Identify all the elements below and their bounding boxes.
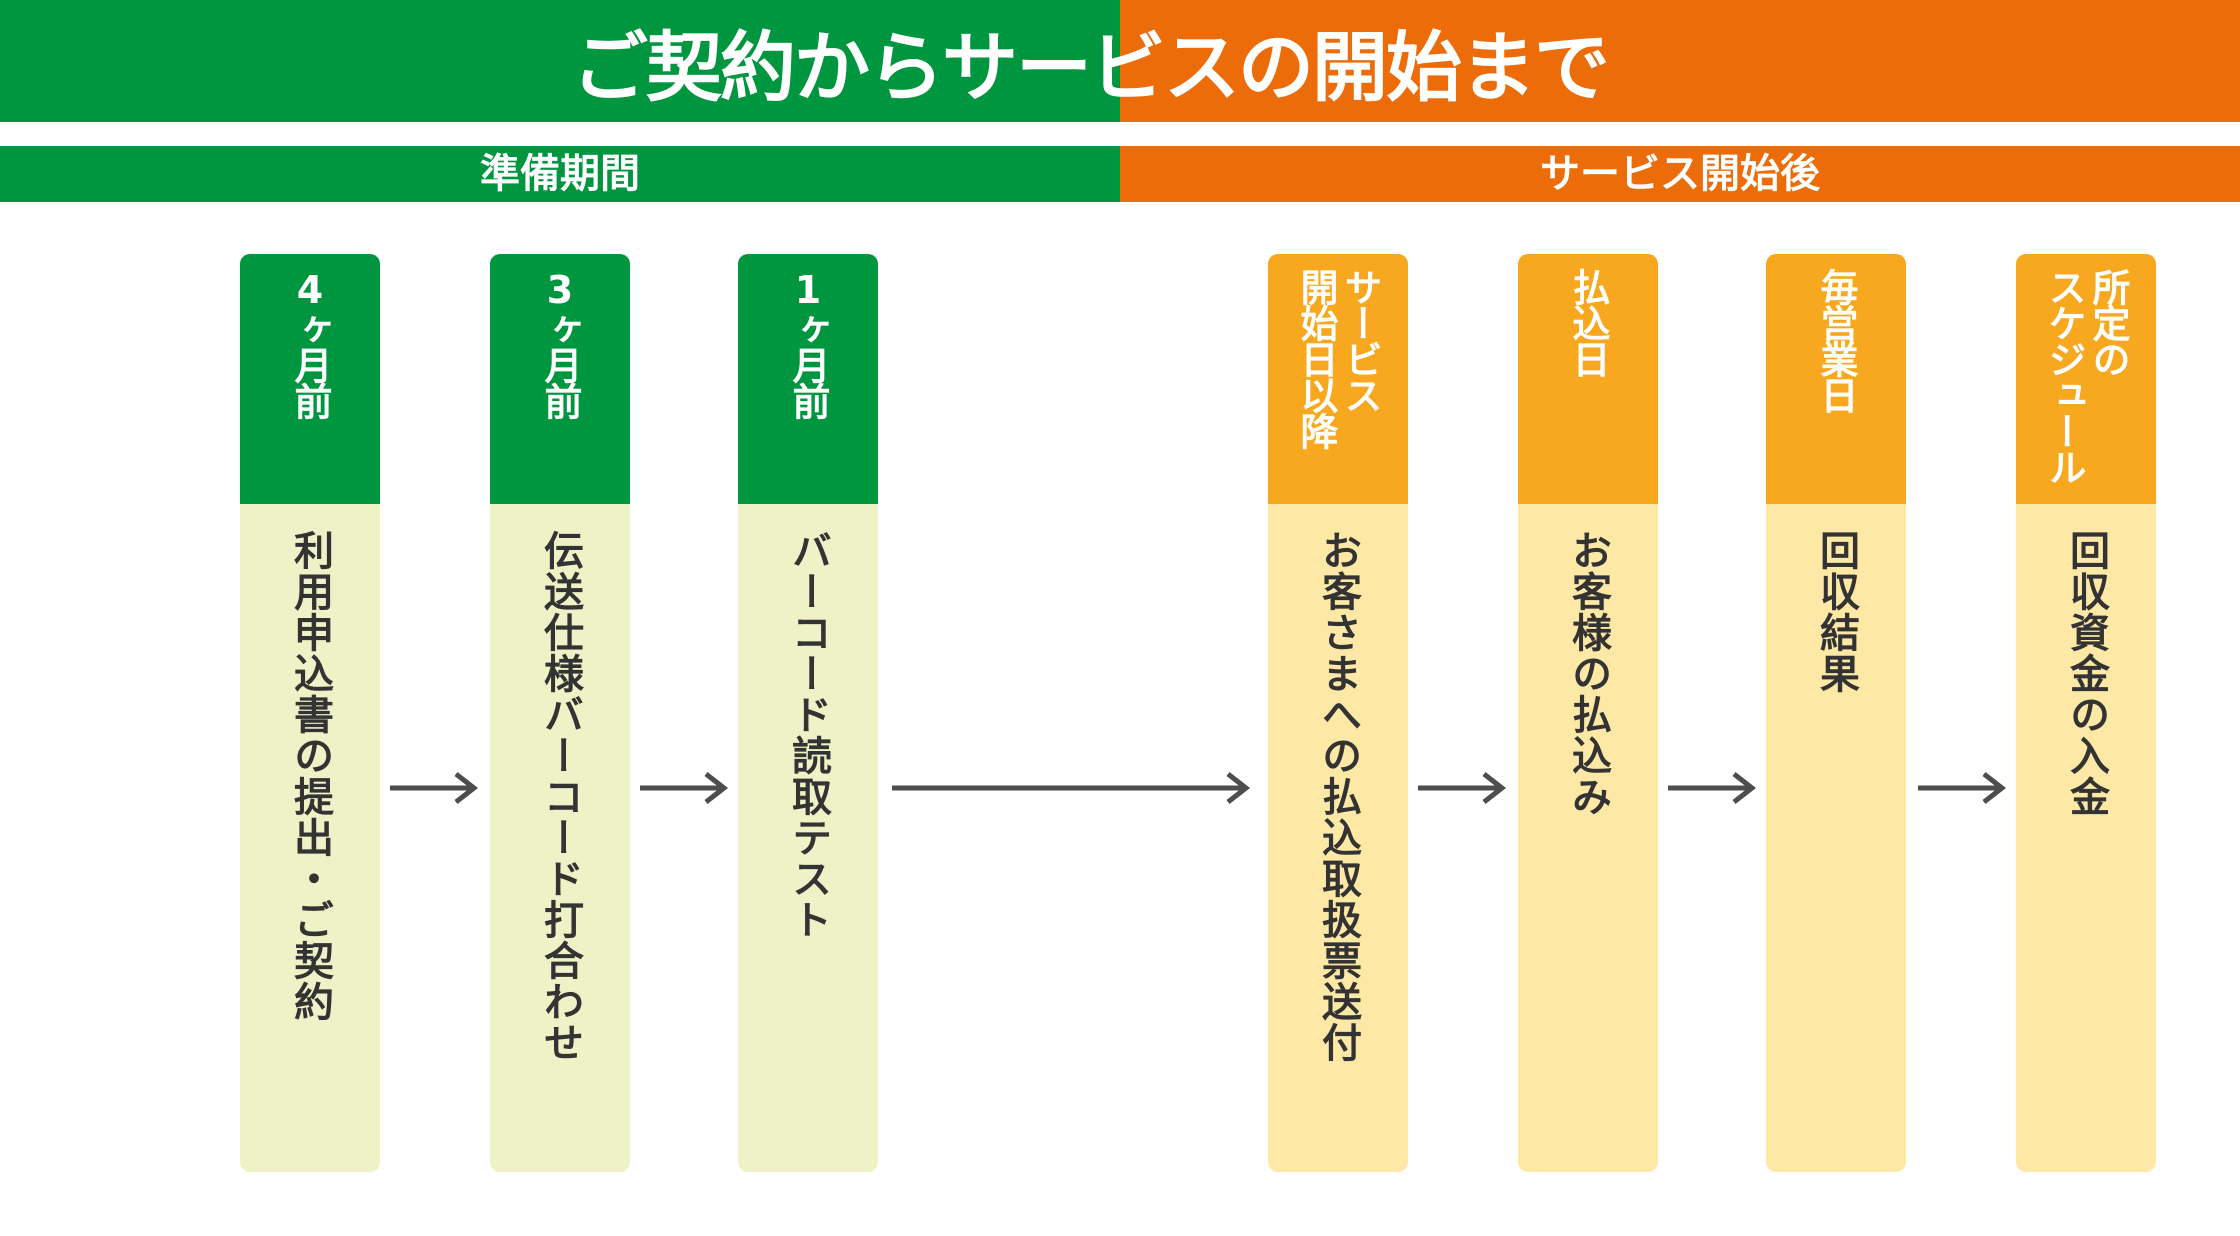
arrow-right-icon [1918,772,2007,804]
step-head-label: 払込日 [1566,268,1610,376]
step-head: 毎営業日 [1766,254,1906,504]
step-body-label: お客様の払込み [1565,530,1611,817]
arrow-right-icon [640,772,729,804]
step-head-label: 1ヶ月前 [786,268,830,418]
step-3-months-before: 3ヶ月前 伝送仕様バーコード打合わせ [490,254,630,1172]
arrow-right-icon [1668,772,1757,804]
arrow-right-long-icon [892,772,1251,804]
step-head: 3ヶ月前 [490,254,630,504]
step-body-label: お客さまへの払込取扱票送付 [1315,530,1361,1063]
step-body: 回収結果 [1766,504,1906,1172]
phase-band-after-start [1120,146,2240,202]
phase-label-after-start: サービス開始後 [1540,151,1820,197]
step-body-label: 伝送仕様バーコード打合わせ [537,530,583,1063]
title-band-green [0,0,1120,122]
step-body-label: 回収結果 [1813,530,1859,694]
step-service-start: サービス 開始日以降 お客さまへの払込取扱票送付 [1268,254,1408,1172]
step-head: サービス 開始日以降 [1268,254,1408,504]
step-body: お客さまへの払込取扱票送付 [1268,504,1408,1172]
step-every-business-day: 毎営業日 回収結果 [1766,254,1906,1172]
step-head: 払込日 [1518,254,1658,504]
arrow-right-icon [390,772,479,804]
step-body: 利用申込書の提出・ご契約 [240,504,380,1172]
page-title: ご契約からサービスの開始まで [0,0,2240,122]
title-band-orange [1120,0,2240,122]
step-head-label: 4ヶ月前 [288,268,332,418]
step-head: 4ヶ月前 [240,254,380,504]
step-body: 伝送仕様バーコード打合わせ [490,504,630,1172]
step-payment-date: 払込日 お客様の払込み [1518,254,1658,1172]
step-body-label: 利用申込書の提出・ご契約 [287,530,333,1022]
step-body: お客様の払込み [1518,504,1658,1172]
step-head-label: 毎営業日 [1814,268,1858,412]
phase-label-preparation: 準備期間 [480,151,640,197]
step-1-month-before: 1ヶ月前 バーコード読取テスト [738,254,878,1172]
phase-band-preparation [0,146,1120,202]
arrow-right-icon [1418,772,1507,804]
step-scheduled: 所定の スケジュール 回収資金の入金 [2016,254,2156,1172]
step-head: 1ヶ月前 [738,254,878,504]
step-4-months-before: 4ヶ月前 利用申込書の提出・ご契約 [240,254,380,1172]
step-body: バーコード読取テスト [738,504,878,1172]
step-head: 所定の スケジュール [2016,254,2156,504]
step-head-label: サービス 開始日以降 [1294,268,1382,448]
step-body: 回収資金の入金 [2016,504,2156,1172]
step-body-label: バーコード読取テスト [785,530,831,940]
step-head-label: 所定の スケジュール [2042,268,2130,484]
page-title-text: ご契約からサービスの開始まで [572,23,1610,112]
step-head-label: 3ヶ月前 [538,268,582,418]
step-body-label: 回収資金の入金 [2063,530,2109,817]
